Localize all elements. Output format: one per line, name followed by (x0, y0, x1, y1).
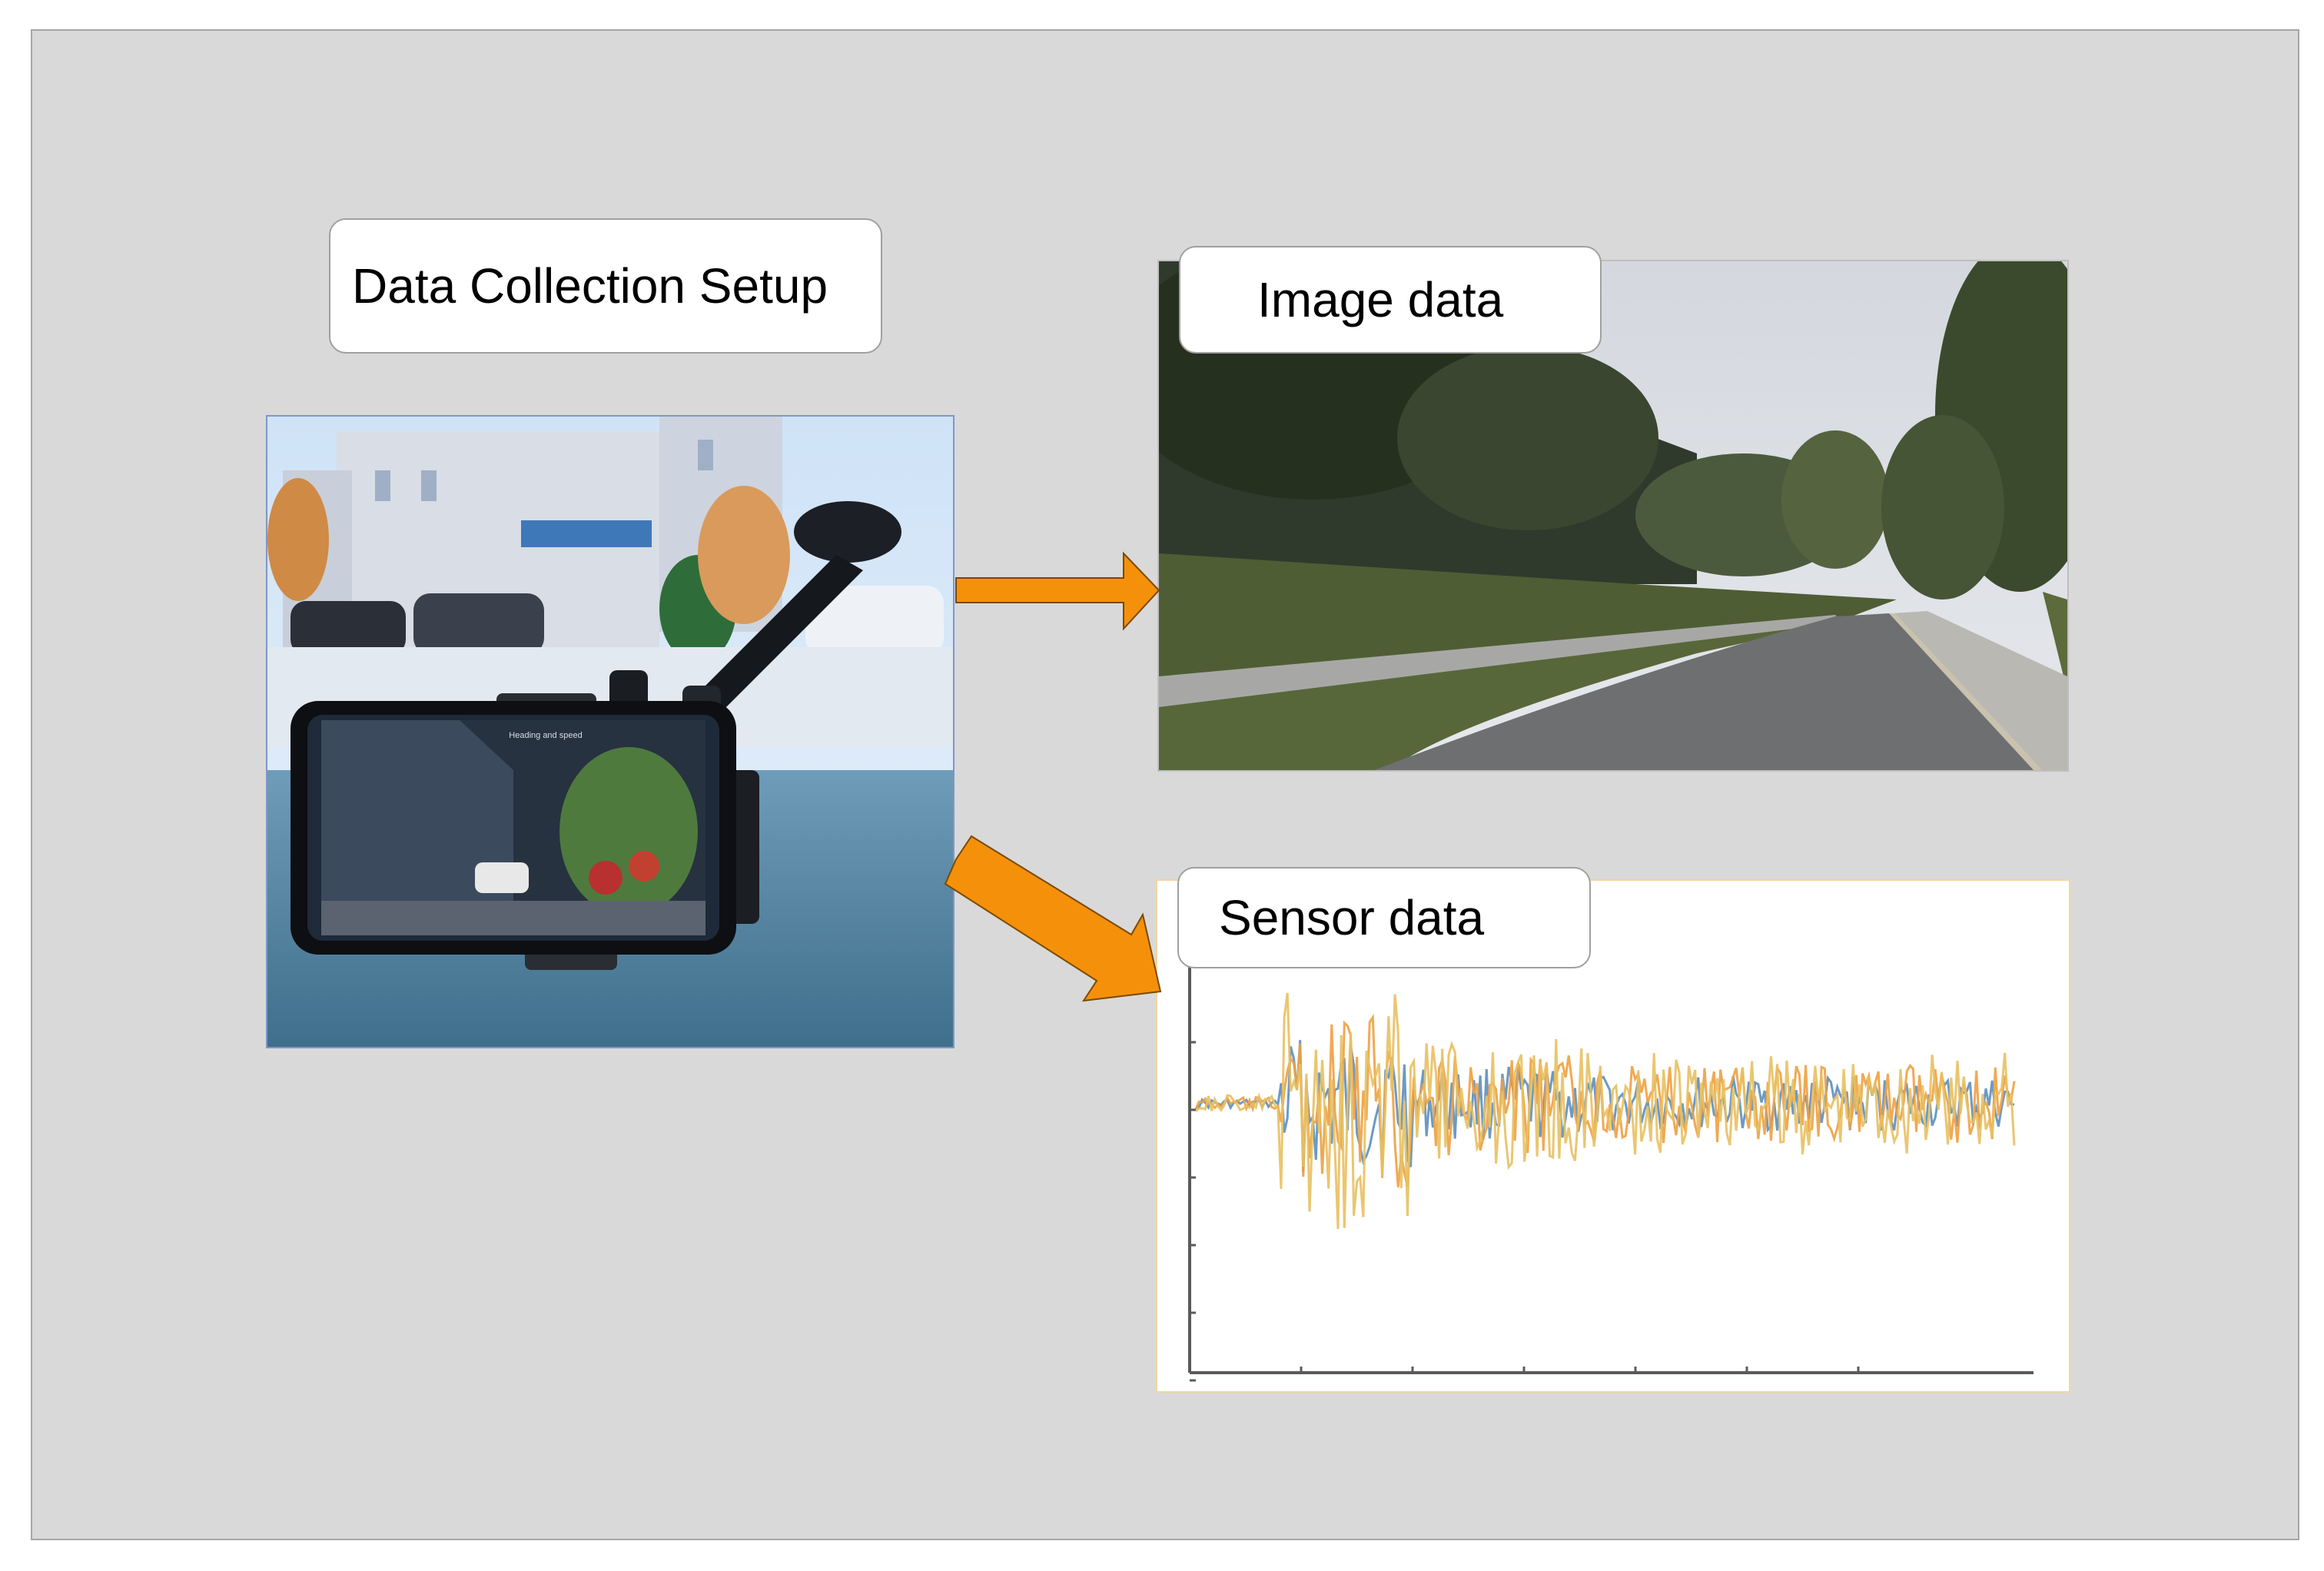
diagram-canvas: Data Collection Setup (31, 29, 2299, 1540)
road-shape (1374, 613, 2066, 770)
setup-label: Data Collection Setup (352, 258, 828, 314)
image-label: Image data (1257, 272, 1504, 327)
sensor-label-box: Sensor data (1177, 867, 1591, 968)
sensor-chart (1188, 965, 2034, 1382)
phone-screen-text: Heading and speed (509, 731, 582, 740)
sensor-series-line-2 (1194, 1013, 2016, 1187)
arrow-to-image (955, 551, 1160, 631)
road-photo (1157, 260, 2069, 772)
arrows-layer (944, 551, 1162, 1002)
setup-label-box: Data Collection Setup (329, 218, 882, 354)
arrow-to-sensor (944, 835, 1162, 1002)
sensor-series-line-1 (1195, 1040, 2015, 1173)
sensor-label: Sensor data (1219, 890, 1485, 945)
sensor-series-line-3 (1194, 992, 2016, 1230)
setup-photo: Heading and speed (266, 415, 954, 1048)
image-label-box: Image data (1179, 246, 1602, 354)
